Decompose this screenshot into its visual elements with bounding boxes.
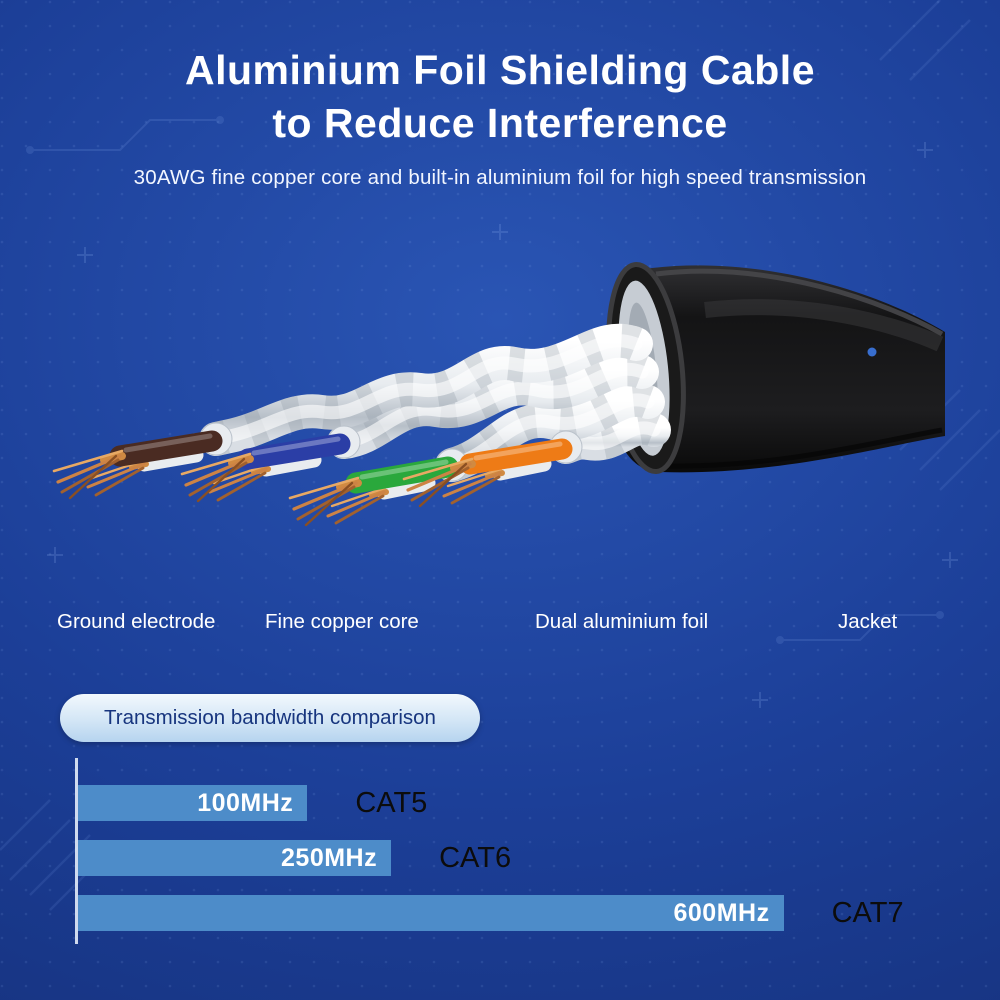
bandwidth-chart: 100MHz CAT5 250MHz CAT6 600MHz CAT7: [75, 756, 960, 954]
bar-cat7: 600MHz: [78, 895, 784, 931]
bar-value-label-cat6: 250MHz: [281, 843, 378, 872]
label-ground-electrode: Ground electrode: [57, 610, 216, 633]
bar-value-label-cat5: 100MHz: [197, 788, 294, 817]
bar-cat5: 100MHz: [78, 785, 308, 821]
glow-dot: [867, 347, 877, 357]
chart-axis-line: [75, 758, 78, 944]
label-fine-copper-core: Fine copper core: [265, 610, 419, 633]
chart-row-cat5: 100MHz CAT5: [78, 785, 960, 821]
category-label-cat6: CAT6: [439, 841, 512, 874]
foil-twisted-pairs: [199, 323, 671, 482]
title-line-2: to Reduce Interference: [272, 100, 728, 146]
colored-wires: [52, 430, 573, 527]
cable-illustration: [0, 240, 1000, 610]
header: Aluminium Foil Shielding Cable to Reduce…: [0, 44, 1000, 190]
label-jacket: Jacket: [838, 610, 898, 633]
bar-value-label-cat7: 600MHz: [673, 898, 770, 927]
label-dual-aluminium-foil: Dual aluminium foil: [535, 610, 709, 633]
part-labels: Ground electrode Fine copper core Dual a…: [0, 610, 1000, 640]
category-label-cat7: CAT7: [831, 896, 904, 929]
plus-marks: [47, 142, 958, 708]
subtitle: 30AWG fine copper core and built-in alum…: [133, 166, 867, 189]
cable-jacket: [610, 265, 945, 473]
title-line-1: Aluminium Foil Shielding Cable: [184, 47, 816, 93]
comparison-badge: Transmission bandwidth comparison: [60, 694, 480, 742]
comparison-badge-label: Transmission bandwidth comparison: [104, 706, 436, 729]
bar-cat6: 250MHz: [78, 840, 392, 876]
cable-illustration-svg: [52, 262, 945, 527]
chart-row-cat7: 600MHz CAT7: [78, 895, 960, 931]
circuit-traces: [26, 116, 944, 644]
chart-row-cat6: 250MHz CAT6: [78, 840, 960, 876]
white-wires: [86, 447, 552, 525]
category-label-cat5: CAT5: [355, 786, 428, 819]
